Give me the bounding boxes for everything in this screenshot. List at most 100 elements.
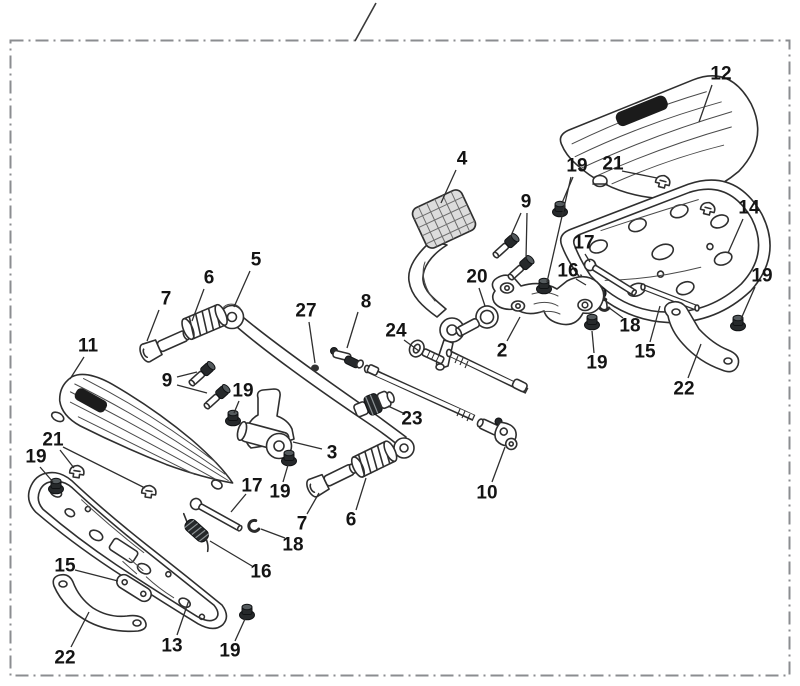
leader-line-7 — [306, 492, 320, 515]
flange-nut — [281, 449, 297, 467]
cap-screw — [306, 463, 357, 498]
leader-line-19 — [546, 176, 572, 283]
flange-nut — [536, 277, 552, 295]
socket-bolt — [188, 361, 216, 387]
cable-clamp — [330, 347, 365, 369]
leader-line-8 — [346, 311, 359, 349]
part-label-21: 21 — [602, 154, 624, 175]
leader-line-7 — [146, 309, 160, 342]
part-label-15: 15 — [634, 342, 656, 363]
part-label-11: 11 — [78, 336, 99, 357]
part-label-16: 16 — [250, 562, 271, 583]
part-label-6: 6 — [346, 510, 357, 531]
part-label-7: 7 — [297, 514, 308, 535]
leader-line-19 — [282, 464, 289, 483]
part-label-4: 4 — [457, 149, 468, 170]
part-label-3: 3 — [327, 443, 338, 464]
spacer-link — [116, 573, 152, 603]
part-label-5: 5 — [251, 250, 262, 271]
flange-nut — [730, 314, 746, 332]
push-clip — [654, 174, 671, 189]
leader-line-6 — [355, 477, 367, 511]
leader-line-22 — [687, 343, 702, 379]
leader-line-18 — [260, 528, 286, 539]
push-clip — [68, 464, 85, 479]
part-label-19: 19 — [586, 353, 607, 374]
part-label-16: 16 — [557, 261, 578, 282]
footboard-pad-right — [559, 75, 759, 200]
leader-line-2 — [506, 316, 521, 342]
socket-bolt — [507, 255, 535, 281]
leader-line-9 — [176, 384, 208, 394]
diagram-frame — [9, 39, 791, 677]
footboard-pad-left — [50, 373, 234, 490]
leader-line-13 — [176, 599, 190, 636]
push-clip — [699, 201, 716, 216]
leader-line-27 — [308, 321, 316, 364]
part-label-9: 9 — [162, 371, 173, 392]
stepped-bushing — [353, 390, 395, 418]
leader-line-5 — [233, 270, 251, 308]
shoulder-bolt — [455, 305, 499, 337]
part-label-20: 20 — [466, 267, 487, 288]
part-label-8: 8 — [361, 292, 372, 313]
part-label-9: 9 — [521, 192, 532, 213]
part-label-23: 23 — [401, 409, 422, 430]
clevis-pin-right — [583, 258, 638, 296]
pedal-rubber — [411, 189, 477, 249]
leader-line-19 — [234, 618, 246, 642]
part-label-10: 10 — [476, 483, 497, 504]
leader-line-11 — [69, 356, 85, 380]
part-label-19: 19 — [751, 266, 772, 287]
footboard-plate-left — [27, 471, 228, 630]
leader-line-3 — [292, 441, 323, 450]
leader-line-21 — [59, 449, 75, 469]
part-label-18: 18 — [282, 535, 303, 556]
grommet — [311, 364, 319, 372]
pivot-bracket — [236, 388, 295, 460]
assembly-leader-line — [354, 2, 377, 42]
part-label-18: 18 — [619, 316, 640, 337]
leader-line-23 — [387, 405, 404, 414]
leader-line-16 — [209, 540, 253, 567]
socket-bolt — [492, 233, 520, 259]
part-label-12: 12 — [710, 64, 731, 85]
leader-line-15 — [74, 569, 119, 582]
spring-clip-left — [247, 518, 261, 533]
brake-rod — [445, 348, 529, 394]
part-label-24: 24 — [385, 321, 407, 342]
part-label-7: 7 — [161, 289, 172, 310]
part-label-19: 19 — [566, 156, 587, 177]
part-label-17: 17 — [241, 476, 262, 497]
part-label-22: 22 — [673, 379, 694, 400]
leader-line-19 — [591, 330, 595, 354]
leader-line-9 — [509, 212, 522, 239]
leader-line-19 — [39, 466, 54, 483]
flange-nut — [584, 313, 600, 331]
leader-line-24 — [403, 339, 420, 352]
leader-line-17 — [584, 253, 591, 263]
leader-line-20 — [478, 287, 486, 307]
leader-line-19 — [740, 286, 756, 320]
part-label-19: 19 — [269, 482, 290, 503]
leader-line-6 — [191, 288, 205, 322]
clevis-pin-left — [189, 497, 243, 532]
support-bracket-left — [52, 573, 147, 633]
brand-badge — [74, 388, 108, 413]
brake-pedal — [407, 189, 477, 371]
part-label-15: 15 — [54, 556, 76, 577]
part-label-13: 13 — [161, 636, 182, 657]
push-clip — [140, 484, 157, 499]
coil-spring — [350, 440, 398, 478]
part-label-14: 14 — [738, 198, 760, 219]
leader-line-14 — [727, 218, 744, 254]
part-label-19: 19 — [25, 447, 46, 468]
leader-line-21 — [621, 170, 658, 179]
flange-nut — [225, 409, 241, 427]
part-label-22: 22 — [54, 648, 75, 669]
socket-bolt — [203, 384, 231, 410]
part-label-19: 19 — [219, 641, 240, 662]
leader-line-19 — [233, 400, 240, 414]
part-label-6: 6 — [204, 268, 215, 289]
